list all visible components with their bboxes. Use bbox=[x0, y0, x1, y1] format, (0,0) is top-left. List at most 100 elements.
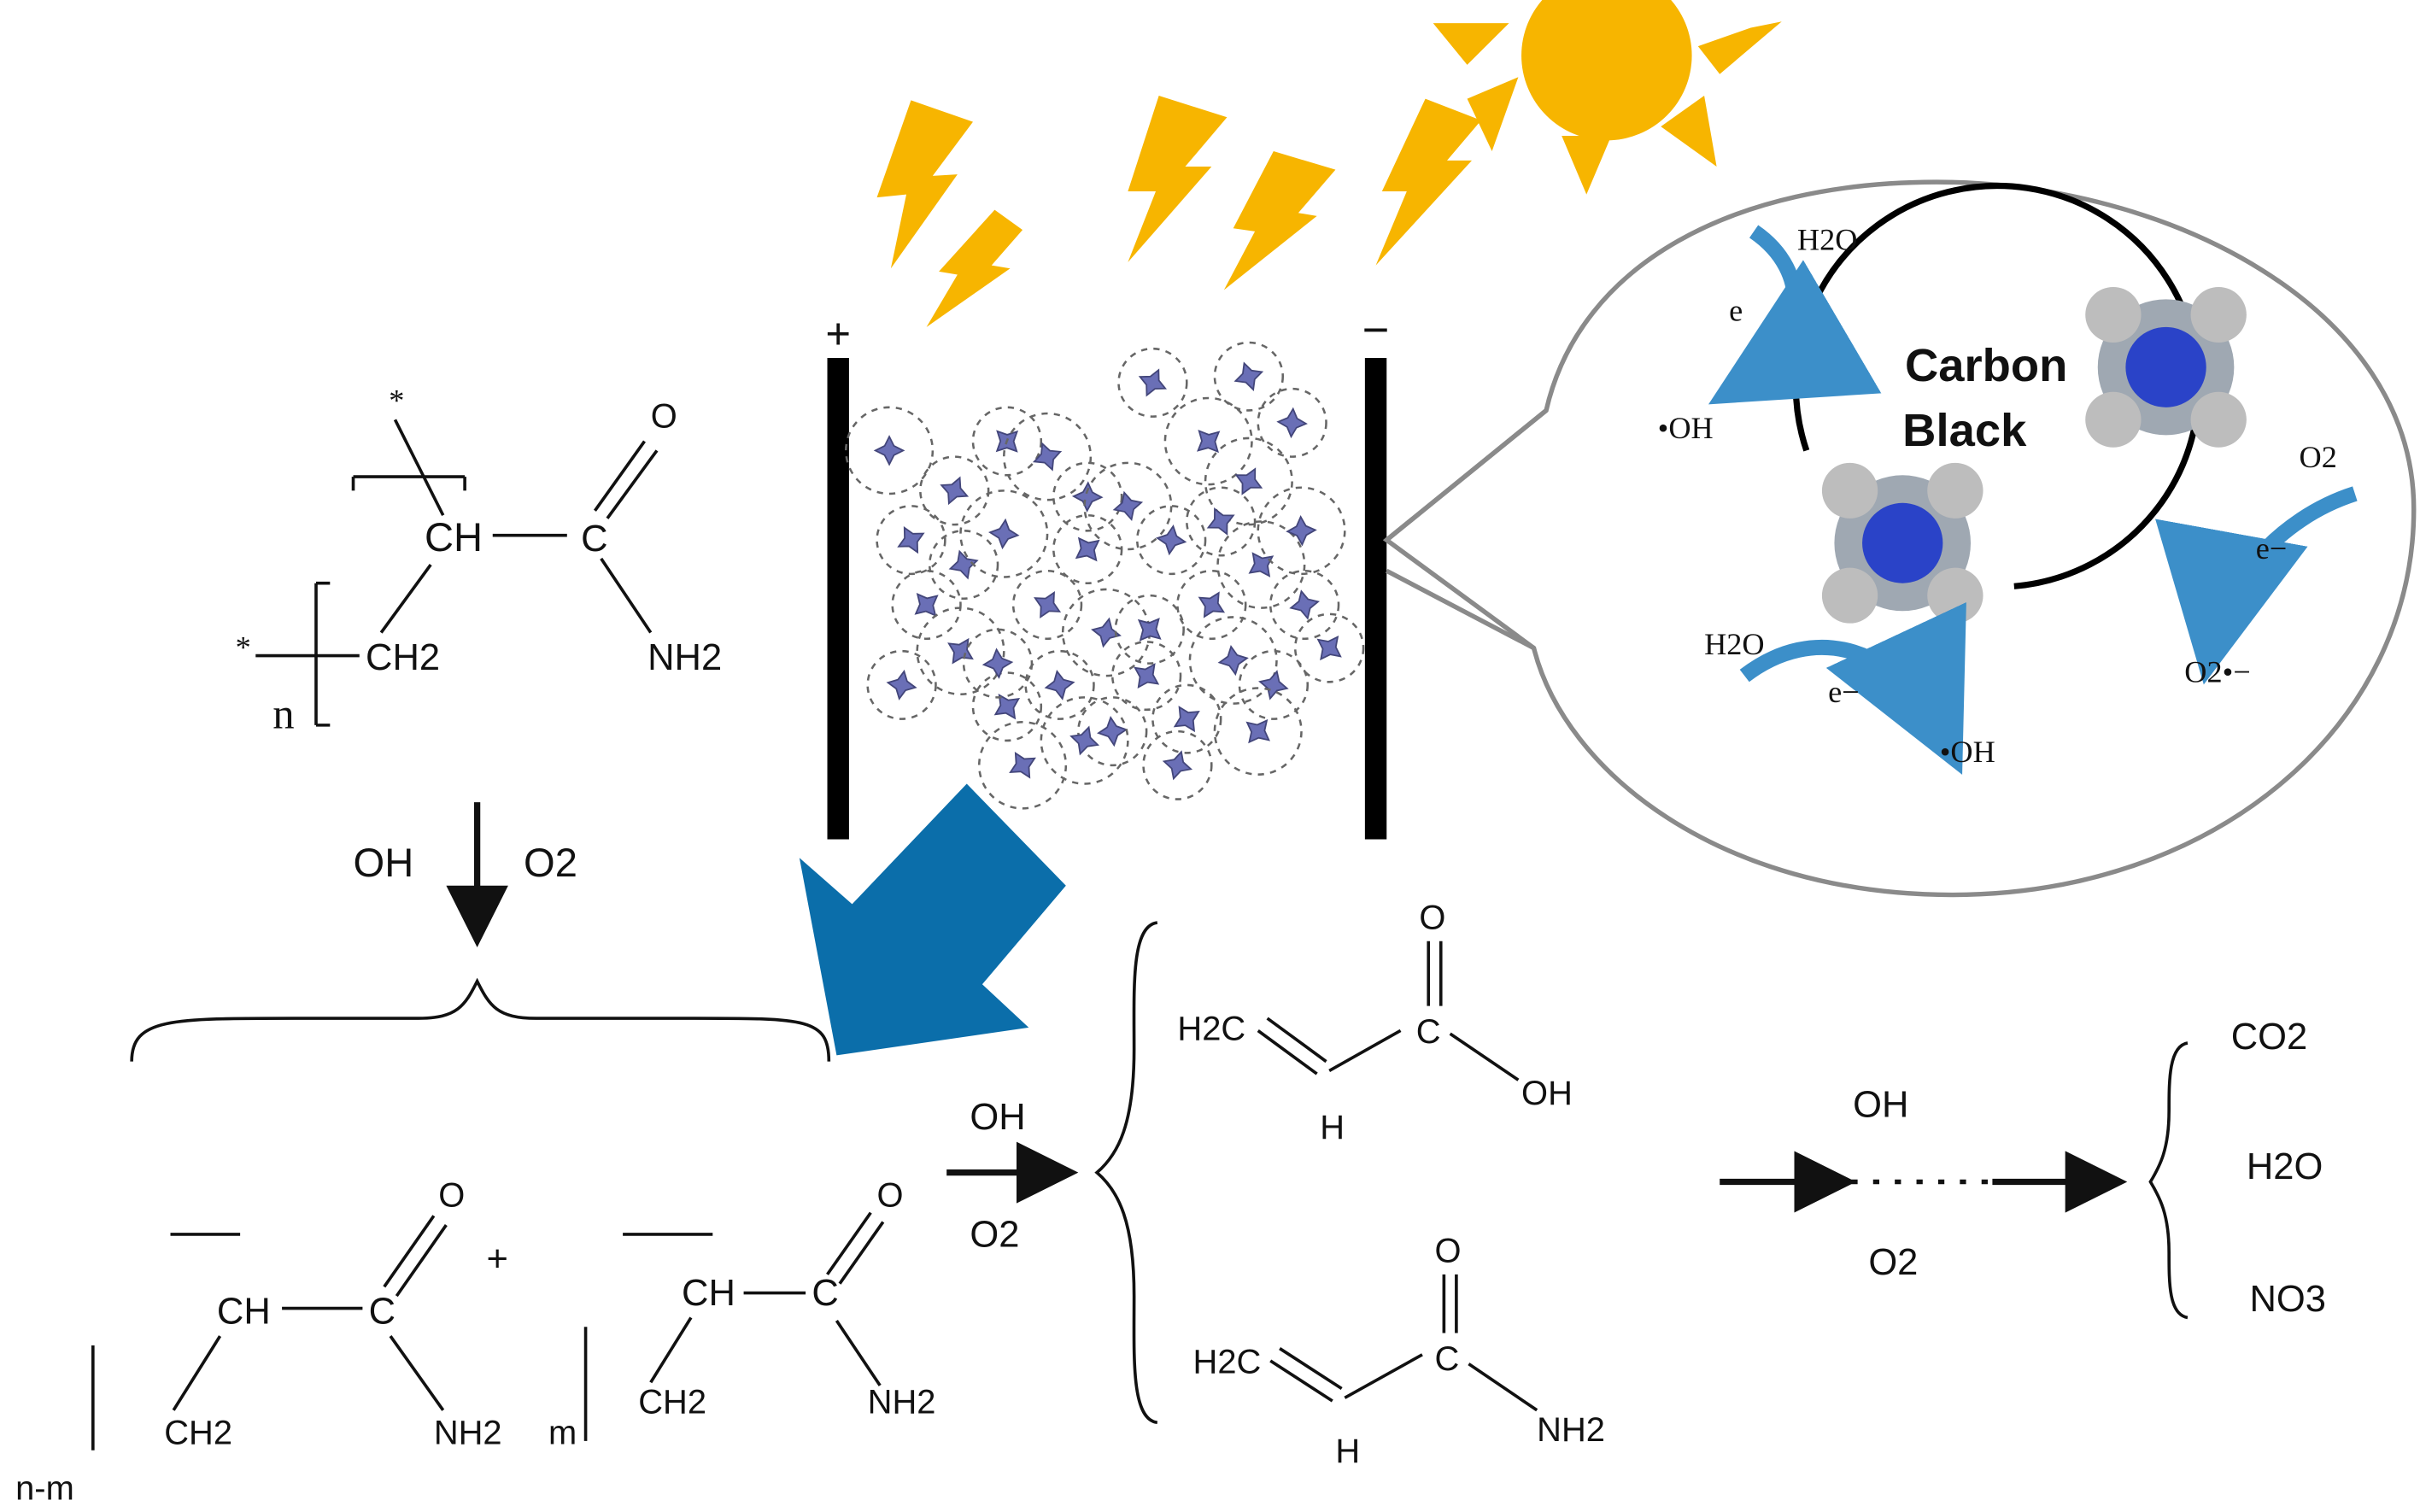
carbon-black-callout: Carbon Black H2O e •OH bbox=[1382, 179, 2417, 898]
catalyst-particle-icon bbox=[1233, 361, 1264, 391]
catalyst-particle-shell bbox=[977, 721, 1068, 810]
polymer-o: O bbox=[651, 397, 677, 435]
catalyst-particle-icon bbox=[948, 549, 979, 580]
catalyst-particle-shell bbox=[1024, 649, 1095, 720]
catalyst-particle-icon bbox=[1316, 635, 1342, 661]
polyacrylamide-structure: * CH C O NH2 CH2 * n bbox=[236, 383, 723, 737]
catalyst-particle-icon bbox=[947, 637, 974, 665]
degradation-step-2: OH O2 bbox=[946, 921, 1158, 1425]
catalyst-particle-icon bbox=[993, 694, 1021, 720]
catalyst-particle-shell bbox=[1293, 612, 1365, 683]
final-product-no3: NO3 bbox=[2249, 1279, 2325, 1320]
lightning-bolt-icon bbox=[876, 100, 974, 269]
oh-left-label: •OH bbox=[1658, 411, 1714, 445]
catalyst-particle-shell bbox=[891, 570, 962, 640]
catalyst-particle-icon bbox=[1091, 617, 1122, 648]
oh-bottom-label: •OH bbox=[1940, 735, 1995, 769]
catalyst-particle-icon bbox=[1276, 407, 1308, 439]
catalyst-particle-shell bbox=[959, 489, 1049, 578]
catalyst-particle-icon bbox=[1155, 525, 1187, 556]
catalyst-particle-icon bbox=[1044, 669, 1075, 700]
lightning-bolts bbox=[876, 95, 1481, 327]
fragment-left-c: C bbox=[369, 1292, 396, 1333]
cathode-sign: − bbox=[1362, 304, 1390, 356]
fragments-plus: + bbox=[487, 1239, 508, 1280]
catalyst-particle-icon bbox=[1245, 718, 1270, 744]
catalyst-particle-shell bbox=[1117, 347, 1188, 418]
fragment-left-o: O bbox=[438, 1176, 465, 1214]
electron-transfer-arrow-icon bbox=[1708, 225, 1882, 405]
polymer-star-left: * bbox=[236, 630, 251, 664]
polymer-fragments: CH C O NH2 CH2 n-m + CH C O NH2 CH2 bbox=[15, 1176, 935, 1507]
cathode-electrode bbox=[1364, 358, 1387, 840]
degradation-step-1: OH O2 bbox=[130, 802, 831, 1062]
phthalocyanine-molecule-icon bbox=[1821, 462, 1983, 624]
catalyst-particle-icon bbox=[1289, 589, 1321, 620]
step1-oh: OH bbox=[354, 840, 414, 885]
acid-h: H bbox=[1320, 1109, 1345, 1146]
catalyst-particle-icon bbox=[1138, 368, 1168, 397]
anode-electrode bbox=[827, 358, 849, 840]
process-arrow-icon bbox=[799, 783, 1066, 1056]
catalyst-particle-shell bbox=[1003, 412, 1093, 501]
catalyst-particle-icon bbox=[1258, 670, 1289, 700]
catalyst-particle-shell bbox=[876, 505, 946, 576]
amide-o: O bbox=[1434, 1232, 1461, 1269]
acid-c: C bbox=[1416, 1013, 1441, 1051]
catalyst-particle-shell bbox=[1257, 486, 1346, 576]
catalyst-particle-icon bbox=[1206, 507, 1235, 536]
catalyst-particle-shell bbox=[1269, 570, 1340, 640]
catalyst-particle-shell bbox=[1213, 341, 1285, 412]
catalyst-particle-shell bbox=[1011, 570, 1083, 640]
lightning-bolt-icon bbox=[1223, 151, 1336, 290]
fragment-right-c: C bbox=[812, 1273, 838, 1314]
e-right-label: e− bbox=[2256, 531, 2288, 566]
catalyst-particle-icon bbox=[1137, 618, 1162, 642]
catalyst-particle-shell bbox=[916, 607, 1005, 696]
catalyst-particle-icon bbox=[1173, 706, 1200, 733]
fragment-right-nh2: NH2 bbox=[868, 1383, 936, 1421]
fragment-right-ch2: CH2 bbox=[638, 1383, 706, 1421]
h2o-bottom-label: H2O bbox=[1704, 627, 1765, 661]
lightning-bolt-icon bbox=[1375, 98, 1481, 266]
polymer-n: n bbox=[272, 690, 294, 738]
catalyst-particle-icon bbox=[1097, 715, 1128, 747]
catalyst-particle-shell bbox=[1151, 683, 1222, 754]
catalyst-particle-shell bbox=[1176, 570, 1247, 640]
catalyst-particle-shell bbox=[1188, 616, 1278, 705]
lightning-bolt-icon bbox=[926, 209, 1023, 327]
polymer-ch2: CH2 bbox=[366, 637, 440, 678]
catalyst-particle-icon bbox=[873, 435, 905, 466]
catalyst-particle-icon bbox=[1009, 752, 1036, 779]
catalyst-particle-icon bbox=[1069, 725, 1100, 756]
catalyst-particle-shell bbox=[1052, 461, 1123, 532]
step3-oh: OH bbox=[1853, 1085, 1908, 1126]
callout-title-line2: Black bbox=[1902, 404, 2027, 456]
catalyst-particle-icon bbox=[1075, 536, 1100, 562]
catalyst-particle-icon bbox=[897, 526, 925, 554]
acid-h2c: H2C bbox=[1177, 1010, 1245, 1047]
fragment-left-nh2: NH2 bbox=[434, 1415, 502, 1452]
catalyst-particle-icon bbox=[914, 593, 939, 617]
e-bottom-label: e− bbox=[1828, 675, 1860, 709]
final-product-h2o: H2O bbox=[2247, 1146, 2323, 1187]
step2-o2: O2 bbox=[970, 1214, 1019, 1255]
electrochemical-cell: + − bbox=[825, 304, 1389, 840]
catalyst-particle-shell bbox=[1257, 387, 1327, 458]
catalyst-particle-shell bbox=[1114, 594, 1185, 665]
electron-transfer-arrow-icon bbox=[1739, 601, 1966, 775]
catalyst-particles bbox=[845, 341, 1365, 810]
fragment-right-index: m bbox=[548, 1415, 577, 1452]
step3-o2: O2 bbox=[1868, 1242, 1918, 1283]
degradation-step-3: OH O2 bbox=[1720, 1041, 2189, 1320]
callout-title-line1: Carbon bbox=[1905, 339, 2067, 391]
catalyst-particle-icon bbox=[1286, 515, 1317, 547]
amide-h2c: H2C bbox=[1193, 1344, 1262, 1381]
catalyst-particle-icon bbox=[1162, 750, 1193, 781]
catalyst-particle-shell bbox=[1135, 505, 1207, 576]
catalyst-particle-icon bbox=[1248, 552, 1274, 577]
catalyst-particle-shell bbox=[845, 406, 935, 495]
amide-c: C bbox=[1434, 1340, 1459, 1378]
catalyst-particle-icon bbox=[1198, 591, 1226, 618]
catalyst-particle-icon bbox=[1234, 467, 1263, 495]
